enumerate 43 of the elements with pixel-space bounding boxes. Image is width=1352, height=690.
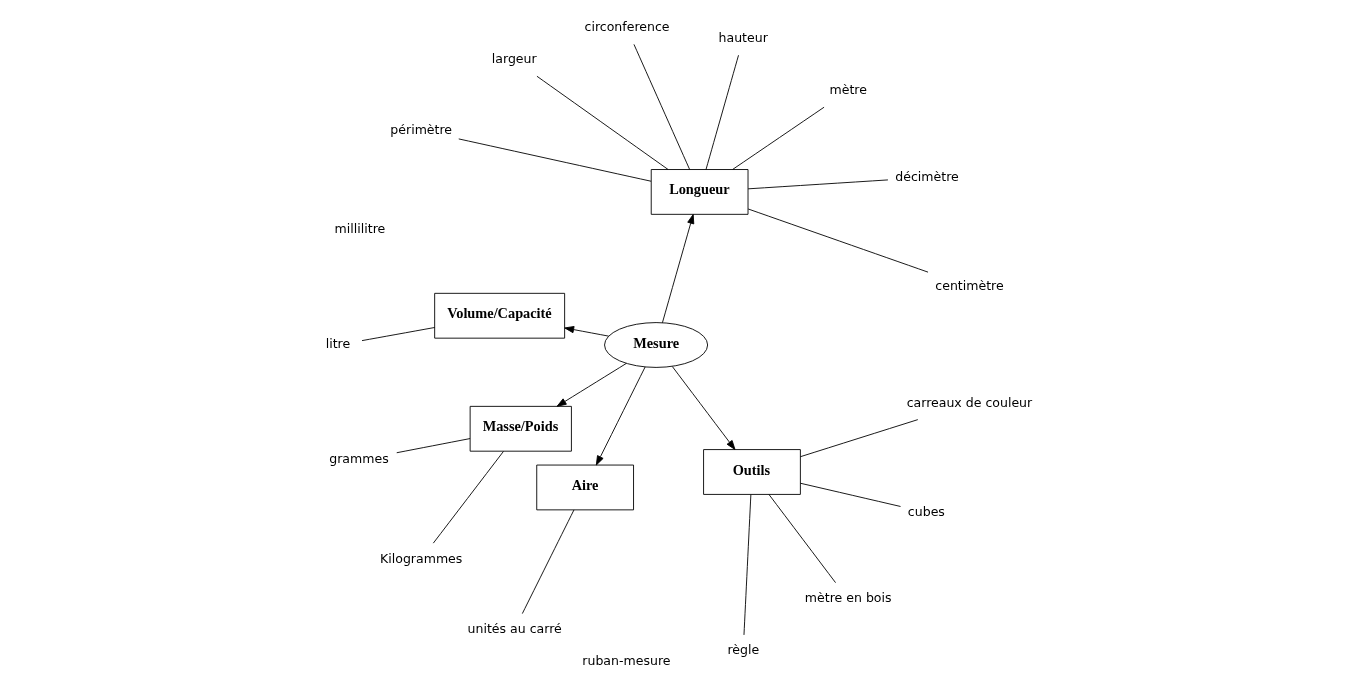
node-text: circonference	[584, 19, 670, 35]
connector	[536, 75, 669, 170]
node-text: décimètre	[895, 168, 959, 184]
node-text: litre	[325, 336, 351, 352]
node-text: largeur	[491, 51, 537, 67]
connector	[396, 438, 471, 454]
node-ellipse: Mesure	[604, 322, 709, 368]
node-text: mètre	[829, 82, 867, 98]
node-text: hauteur	[718, 30, 768, 46]
node-box: Longueur	[650, 169, 749, 215]
node-text: unités au carré	[467, 621, 562, 637]
node-box: Masse/Poids	[469, 405, 572, 452]
node-text: périmètre	[390, 121, 453, 137]
label: millilitre	[334, 221, 386, 237]
arrow	[556, 362, 627, 407]
node-box: Volume/Capacité	[434, 292, 566, 339]
arrow	[661, 214, 695, 324]
node-text: mètre en bois	[804, 590, 892, 606]
connector	[732, 106, 825, 170]
node-box: Outils	[703, 449, 801, 495]
connector	[633, 43, 691, 170]
connector	[361, 327, 436, 342]
connector	[743, 494, 752, 636]
node-text: carreaux de couleur	[906, 394, 1033, 410]
arrow	[595, 366, 646, 466]
connector	[747, 208, 929, 273]
arrow	[671, 366, 736, 450]
connector	[432, 450, 504, 544]
node-text: cubes	[907, 503, 945, 519]
connector	[800, 482, 901, 507]
label: ruban-mesure	[582, 653, 671, 669]
connector	[768, 494, 836, 584]
node-text: centimètre	[935, 277, 1004, 293]
node-box: Aire	[536, 464, 634, 511]
connector	[747, 179, 889, 190]
node-text: Kilogrammes	[380, 550, 463, 566]
node-text: règle	[727, 642, 760, 658]
connector	[800, 419, 919, 458]
arrow	[564, 326, 610, 337]
node-text: grammes	[329, 451, 389, 467]
connector	[521, 509, 575, 615]
connector	[458, 138, 652, 182]
connector	[705, 54, 739, 170]
